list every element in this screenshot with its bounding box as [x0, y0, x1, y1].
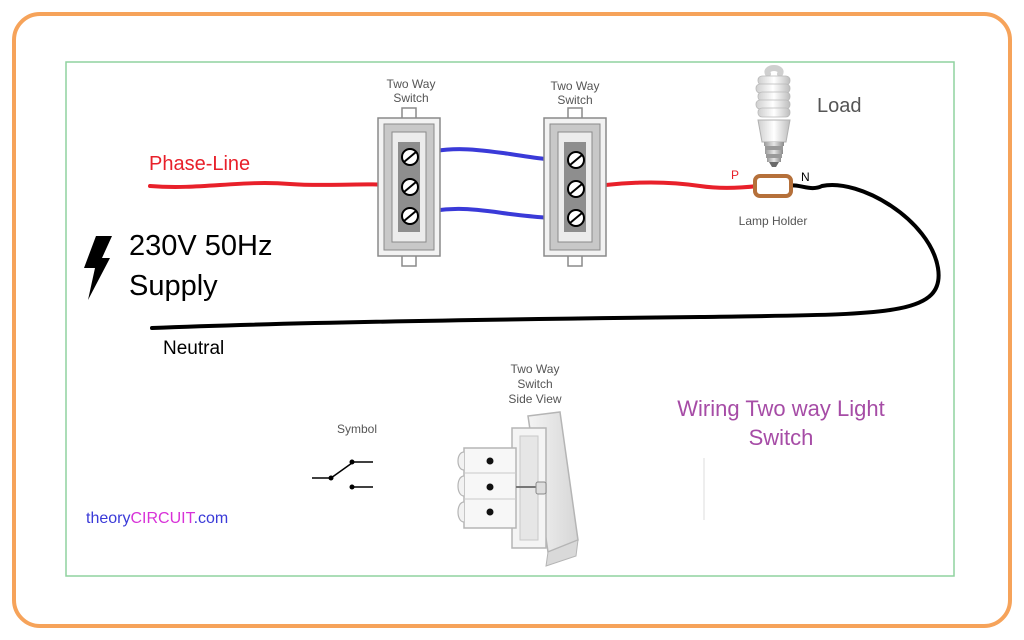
switch-2-label-line2: Switch: [557, 93, 592, 107]
switch-1-label-line1: Two Way: [387, 77, 436, 91]
supply-label-line2: Supply: [129, 270, 218, 302]
outer-frame: [12, 12, 1012, 628]
two-way-switch-2: [543, 107, 607, 267]
switched-phase-wire: [574, 180, 760, 191]
brand-com: .com: [194, 510, 229, 527]
switch-side-view-image: [457, 411, 579, 567]
two-way-switch-1: [377, 107, 441, 267]
cfl-bulb-icon: [755, 65, 791, 167]
neutral-label: Neutral: [163, 338, 224, 359]
brand-watermark: theoryCIRCUIT.com: [86, 510, 228, 527]
diagram-title-line1: Wiring Two way Light: [677, 396, 884, 421]
supply-label-line1: 230V 50Hz: [129, 230, 273, 262]
switch-1-label-line2: Switch: [393, 91, 428, 105]
diagram-title-line2: Switch: [749, 425, 814, 450]
symbol-label: Symbol: [337, 422, 377, 436]
lamp-holder: [753, 174, 793, 198]
terminal-n-label: N: [801, 170, 810, 184]
brand-theory: theory: [86, 510, 130, 527]
neutral-wire: [150, 183, 941, 330]
brand-circuit: CIRCUIT: [130, 510, 195, 527]
phase-line-label: Phase-Line: [149, 153, 250, 175]
side-view-label-line1: Two Way: [511, 362, 560, 376]
terminal-p-label: P: [731, 168, 739, 182]
side-view-label-line3: Side View: [508, 392, 561, 406]
inner-frame: [65, 61, 955, 577]
phase-wire: [148, 181, 410, 189]
load-label: Load: [817, 95, 862, 117]
lightning-bolt-icon: [84, 236, 112, 300]
switch-2-label-line1: Two Way: [551, 79, 600, 93]
lamp-holder-label: Lamp Holder: [739, 214, 808, 228]
two-way-switch-symbol-icon: [312, 459, 373, 490]
side-view-label-line2: Switch: [517, 377, 552, 391]
